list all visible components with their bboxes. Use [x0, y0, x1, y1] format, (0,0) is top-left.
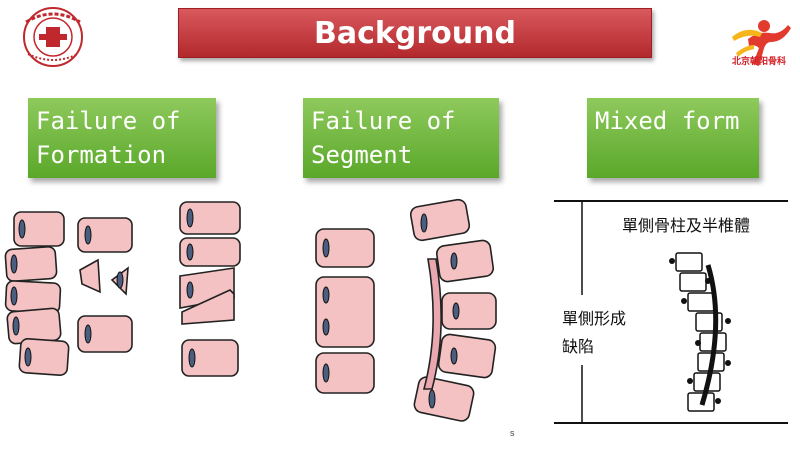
label-mixed-form: Mixed form [587, 98, 759, 178]
label-line1: Failure of [36, 107, 181, 135]
label-failure-of-formation: Failure of Formation [28, 98, 216, 178]
mixed-label-top: 單側骨柱及半椎體 [622, 216, 751, 235]
formation-diagram [4, 201, 241, 377]
mixed-form-diagram [554, 200, 788, 424]
label-line2: Formation [36, 141, 167, 169]
label-line1: Failure of [311, 107, 456, 135]
title-banner: Background [178, 8, 652, 58]
label-line1: Mixed form [595, 107, 740, 135]
slide-title: Background [314, 15, 516, 51]
segment-diagram [315, 198, 497, 422]
logo-caption: 北京朝阳骨科 [731, 57, 786, 67]
page-mark: s [510, 428, 515, 438]
mixed-label-left-2: 缺陷 [562, 337, 595, 356]
label-line2: Segment [311, 141, 413, 169]
hospital-logo-icon [23, 7, 83, 67]
label-failure-of-segment: Failure of Segment [303, 98, 499, 178]
mixed-label-left-1: 單側形成 [562, 309, 627, 328]
orthopedics-logo-icon [732, 20, 791, 66]
